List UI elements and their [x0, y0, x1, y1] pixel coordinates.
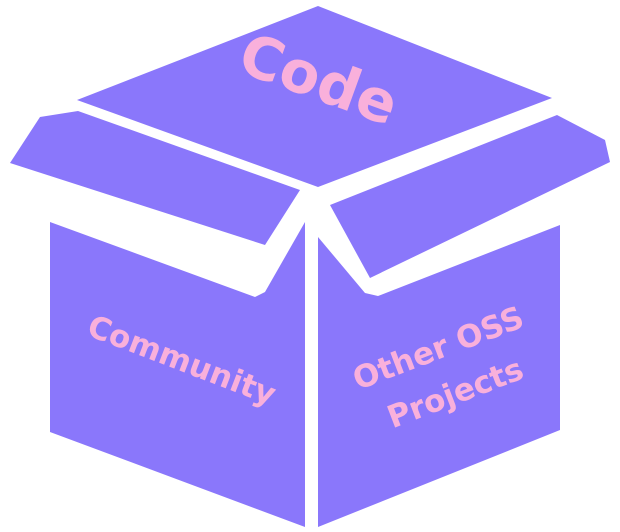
box-top-face	[77, 6, 552, 187]
box-left-flap	[10, 111, 300, 245]
box-right-face	[318, 225, 560, 527]
box-left-face	[50, 222, 305, 527]
box-right-flap	[330, 115, 610, 278]
